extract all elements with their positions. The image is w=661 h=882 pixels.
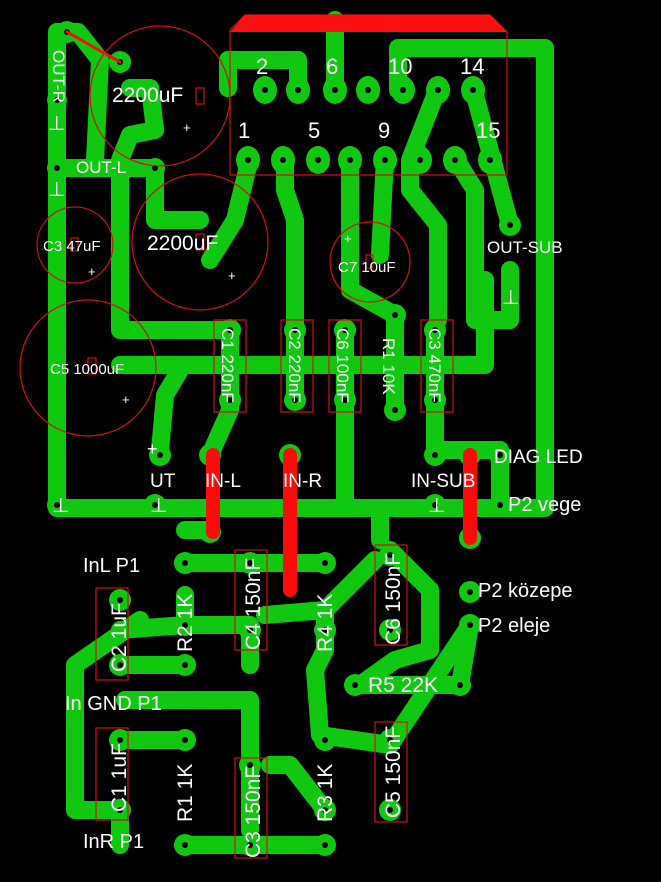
plus-mark: +: [228, 268, 236, 283]
part-c2-1uf: C2 1uF: [108, 603, 131, 672]
part-r1-10k: R1 10K: [379, 338, 398, 395]
cap-outline-c7: [329, 221, 411, 303]
silkscreen: 2 6 10 14 1 5 9 15 2200uF 2200uF C3 47uF…: [43, 50, 583, 858]
ground-symbol: ⊥: [48, 179, 65, 201]
cap-outline-c3: [36, 206, 114, 284]
ic-pin-label: 10: [388, 54, 412, 79]
part-c3-470n: C3 470nF: [425, 328, 444, 403]
trace-bus-mid: [111, 271, 494, 374]
cap-outline-mid: [131, 173, 269, 311]
ic-pin-label: 15: [476, 118, 500, 143]
label-inr-p1: InR P1: [83, 831, 144, 853]
ground-symbol: ⊥: [502, 287, 519, 309]
part-r2-1k: R2 1K: [174, 594, 197, 652]
trace-pin2: [219, 51, 307, 97]
ground-symbol: ⊥: [52, 495, 69, 517]
plus-mark: +: [183, 120, 191, 135]
trace-ctop: [111, 79, 239, 339]
ic-pin-label: 5: [308, 118, 320, 143]
label-out-l: OUT-L: [76, 158, 126, 177]
jumpers: [65, 30, 477, 597]
ic-pin-label: 14: [460, 54, 484, 79]
trace-pin10-down: [401, 79, 447, 329]
ic-pin-label: 9: [378, 118, 390, 143]
part-c3-150nf: C3 150nF: [242, 766, 265, 858]
plus-mark: +: [147, 439, 158, 459]
ground-symbol: ⊥: [150, 495, 167, 517]
trace-cmid: [201, 149, 259, 269]
part-r5-22k: R5 22K: [368, 674, 438, 697]
trace-gnd-loop: [66, 611, 149, 819]
trace-gnd-mid: [116, 691, 259, 839]
trace-pin9-left: [341, 149, 404, 324]
component-outlines: [19, 14, 508, 859]
trace-c6: [351, 541, 439, 694]
label-ut: UT: [150, 471, 176, 492]
part-c1-220n: C1 220nF: [218, 328, 237, 403]
cap-value-c3: C3 47uF: [43, 238, 101, 255]
cap-value-c5: C5 1000uF: [50, 361, 124, 378]
trace-c5-left: [151, 361, 189, 459]
label-in-l: IN-L: [205, 471, 241, 492]
ic-pin-label: 6: [326, 54, 338, 79]
cap-outline-c5: [19, 299, 157, 437]
part-c1-1uf: C1 1uF: [108, 743, 131, 812]
label-out-sub: OUT-SUB: [487, 238, 563, 257]
label-diag-led: DIAG LED: [494, 447, 583, 468]
label-inl-p1: InL P1: [83, 555, 140, 577]
label-in-r: IN-R: [283, 471, 322, 492]
part-c5-150nf: C5 150nF: [382, 726, 405, 818]
part-c4-150nf: C4 150nF: [242, 558, 265, 650]
label-in-sub: IN-SUB: [411, 471, 475, 492]
label-ingnd-p1: In GND P1: [65, 693, 162, 715]
cap-value-c7: C7 10uF: [338, 259, 396, 276]
part-c2-220n: C2 220nF: [285, 328, 304, 403]
trace-r4-down: [306, 601, 479, 754]
ic-top-pads: [253, 76, 485, 104]
trace-out-l: [48, 159, 209, 229]
pads: [47, 21, 521, 856]
part-c6-100n: C6 100nF: [333, 328, 352, 403]
cap-value-mid: 2200uF: [147, 232, 218, 255]
part-r4-1k: R4 1K: [314, 594, 337, 652]
label-p2-eleje: P2 eleje: [478, 615, 550, 637]
ic-pin-label: 2: [256, 54, 268, 79]
cap-value-top: 2200uF: [112, 84, 183, 107]
label-p2-kozepe: P2 közepe: [478, 580, 573, 602]
label-out-r: OUT-R: [49, 50, 68, 103]
ground-symbol: ⊥: [48, 113, 65, 135]
ground-symbol: ⊥: [428, 495, 445, 517]
trace-pin9: [371, 149, 394, 264]
ic-bottom-pads: [236, 146, 502, 174]
trace-pin5: [276, 149, 304, 339]
ic-pin-label: 1: [238, 118, 250, 143]
cap-outline-top: [89, 25, 231, 167]
trace-pin15: [446, 149, 519, 329]
part-r1-1k: R1 1K: [174, 764, 197, 822]
label-p2-vege: P2 vege: [508, 494, 581, 516]
part-c6-150nf: C6 150nF: [382, 553, 405, 645]
ic-top-notch: [230, 15, 507, 32]
jumper-top-left: [65, 30, 122, 64]
trace-r3: [261, 756, 334, 819]
plus-mark: +: [344, 231, 352, 246]
plus-mark: +: [88, 264, 96, 279]
part-r3-1k: R3 1K: [314, 764, 337, 822]
plus-mark: +: [122, 392, 130, 407]
